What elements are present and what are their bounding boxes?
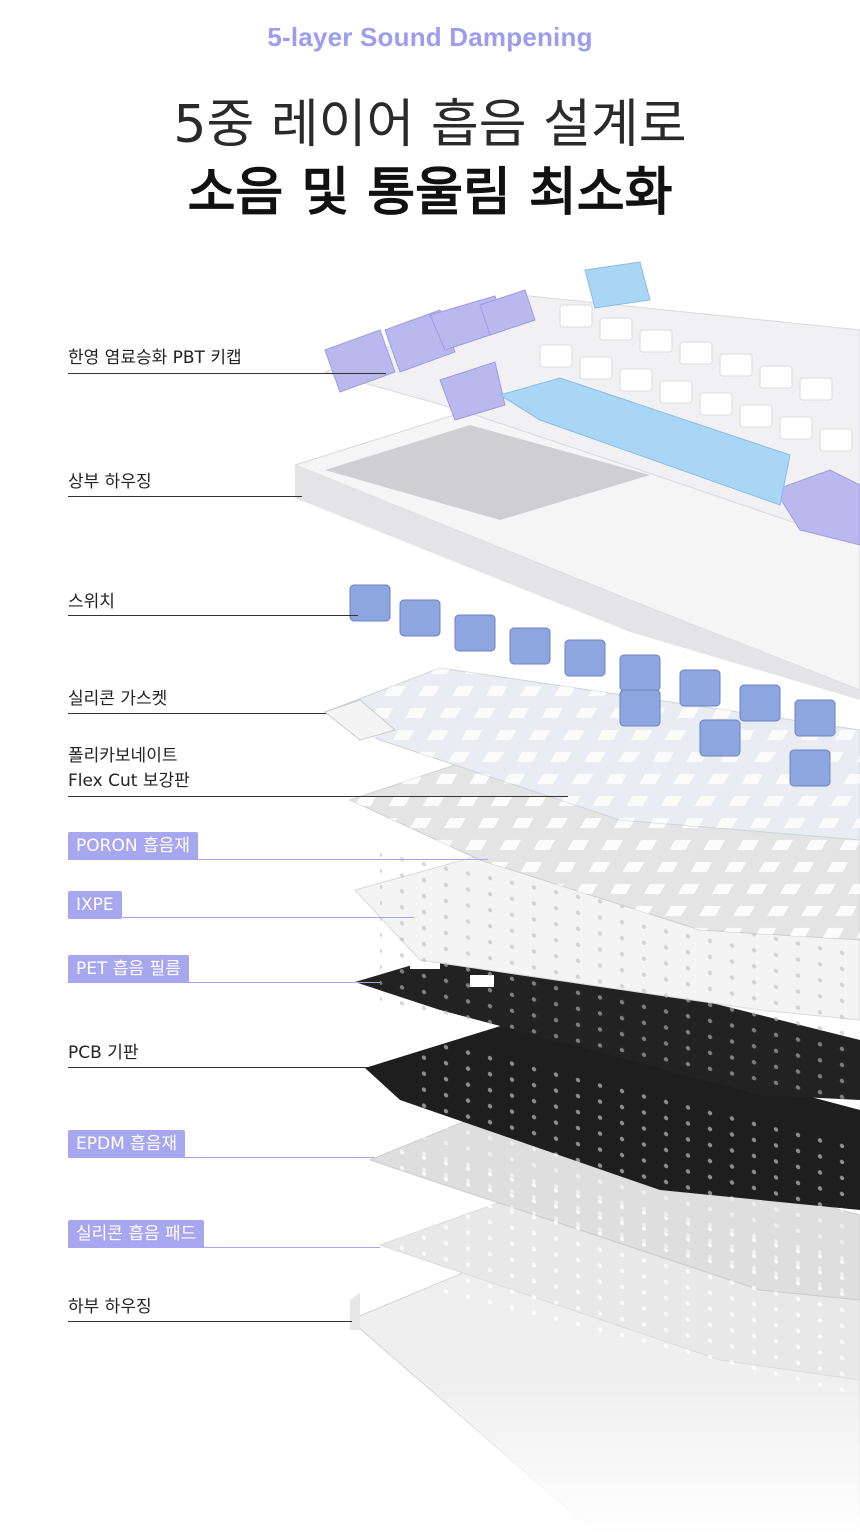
leader-poron — [68, 859, 488, 860]
label-bottom-housing: 하부 하우징 — [68, 1297, 152, 1317]
leader-ixpe — [68, 917, 414, 918]
leader-switches — [68, 615, 358, 616]
label-epdm: EPDM 흡음재 — [68, 1130, 186, 1158]
exploded-keyboard-illustration — [0, 261, 860, 1537]
label-ixpe: IXPE — [68, 891, 122, 919]
label-silicone-gasket: 실리콘 가스켓 — [68, 689, 168, 709]
leader-silicone-pad — [68, 1247, 380, 1248]
keycaps-layer — [323, 261, 860, 546]
leader-bottom-housing — [68, 1321, 352, 1322]
pcb-layer — [365, 1020, 860, 1305]
label-pet-film: PET 흡음 필름 — [68, 955, 189, 983]
page-title-line1: 5중 레이어 흡음 설계로 — [173, 95, 687, 155]
pc-plate-layer — [323, 667, 860, 841]
leader-top-housing — [68, 496, 302, 497]
label-pcb: PCB 기판 — [68, 1043, 139, 1063]
leader-keycaps — [68, 373, 386, 374]
label-switches: 스위치 — [68, 592, 115, 612]
page-title-line2: 소음 및 통울림 최소화 — [187, 163, 673, 223]
leader-silicone-gasket — [68, 713, 326, 714]
label-pc-plate-line2: Flex Cut 보강판 — [68, 771, 190, 791]
label-pc-plate-line1: 폴리카보네이트 — [68, 746, 178, 766]
label-silicone-pad: 실리콘 흡음 패드 — [68, 1220, 205, 1248]
eyebrow-heading: 5-layer Sound Dampening — [267, 22, 593, 52]
leader-epdm — [68, 1157, 374, 1158]
label-poron: PORON 흡음재 — [68, 832, 198, 860]
top-housing-layer — [293, 409, 860, 700]
leader-pet-film — [68, 982, 380, 983]
label-top-housing: 상부 하우징 — [68, 472, 152, 492]
label-keycaps: 한영 염료승화 PBT 키캡 — [68, 348, 242, 368]
leader-pc-plate — [68, 796, 568, 797]
leader-pcb — [68, 1067, 368, 1068]
